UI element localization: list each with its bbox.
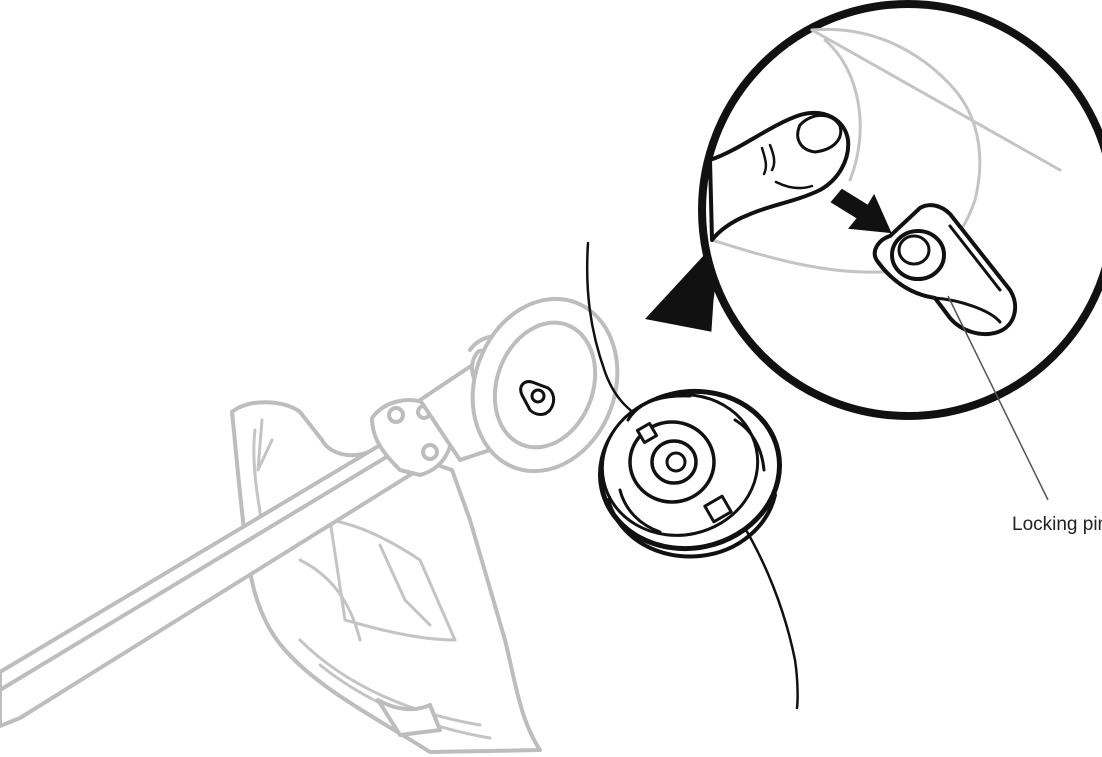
locking-pin-label: Locking pin [1012, 514, 1102, 535]
